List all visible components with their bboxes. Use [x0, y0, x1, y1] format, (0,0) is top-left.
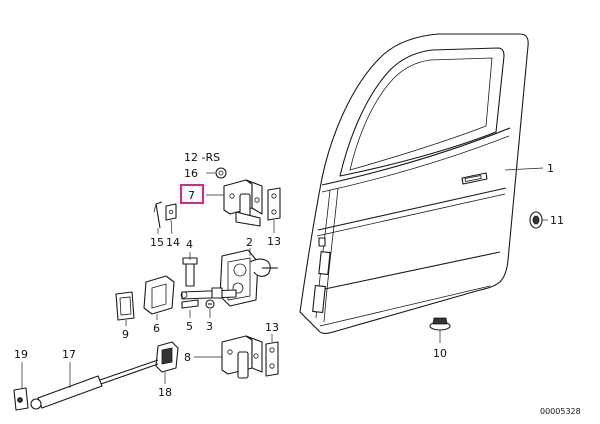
label-12: 12 -RS — [184, 151, 220, 164]
label-5: 5 — [186, 320, 193, 333]
check-rod — [180, 287, 237, 300]
label-8: 8 — [184, 351, 191, 364]
boot-6 — [143, 275, 175, 315]
bracket-18 — [155, 341, 179, 373]
label-11: 11 — [550, 214, 564, 227]
label-13-lower: 13 — [265, 321, 279, 334]
label-10: 10 — [433, 347, 447, 360]
label-6: 6 — [153, 322, 160, 335]
hinge-plate-13-upper — [267, 187, 281, 221]
nut-16 — [215, 167, 227, 179]
label-16: 16 — [184, 167, 198, 180]
washer-5 — [181, 299, 199, 309]
hinge-plate-13-lower — [265, 341, 279, 377]
lower-hinge-8 — [221, 335, 263, 379]
screw-3 — [205, 299, 215, 309]
upper-hinge-7 — [223, 179, 263, 227]
grommet-11 — [529, 211, 543, 229]
label-7-highlight: 7 — [180, 184, 204, 204]
label-2: 2 — [246, 236, 253, 249]
wire-15 — [153, 201, 163, 229]
label-18: 18 — [158, 386, 172, 399]
mount-19 — [13, 387, 29, 411]
label-13-upper: 13 — [267, 235, 281, 248]
label-19: 19 — [14, 348, 28, 361]
label-15: 15 — [150, 236, 164, 249]
label-17: 17 — [62, 348, 76, 361]
label-7: 7 — [188, 189, 195, 202]
leader-lines — [21, 167, 548, 388]
diagram-reference-number: 00005328 — [540, 407, 581, 416]
label-9: 9 — [122, 328, 129, 341]
label-1: 1 — [547, 162, 554, 175]
label-3: 3 — [206, 320, 213, 333]
clip-14 — [165, 203, 177, 221]
gas-strut-17 — [30, 359, 159, 410]
bolt-4 — [182, 257, 198, 287]
plug-10 — [429, 317, 451, 331]
door-shell — [299, 33, 529, 334]
label-4: 4 — [186, 238, 193, 251]
label-14: 14 — [166, 236, 180, 249]
grommet-9 — [115, 291, 135, 321]
